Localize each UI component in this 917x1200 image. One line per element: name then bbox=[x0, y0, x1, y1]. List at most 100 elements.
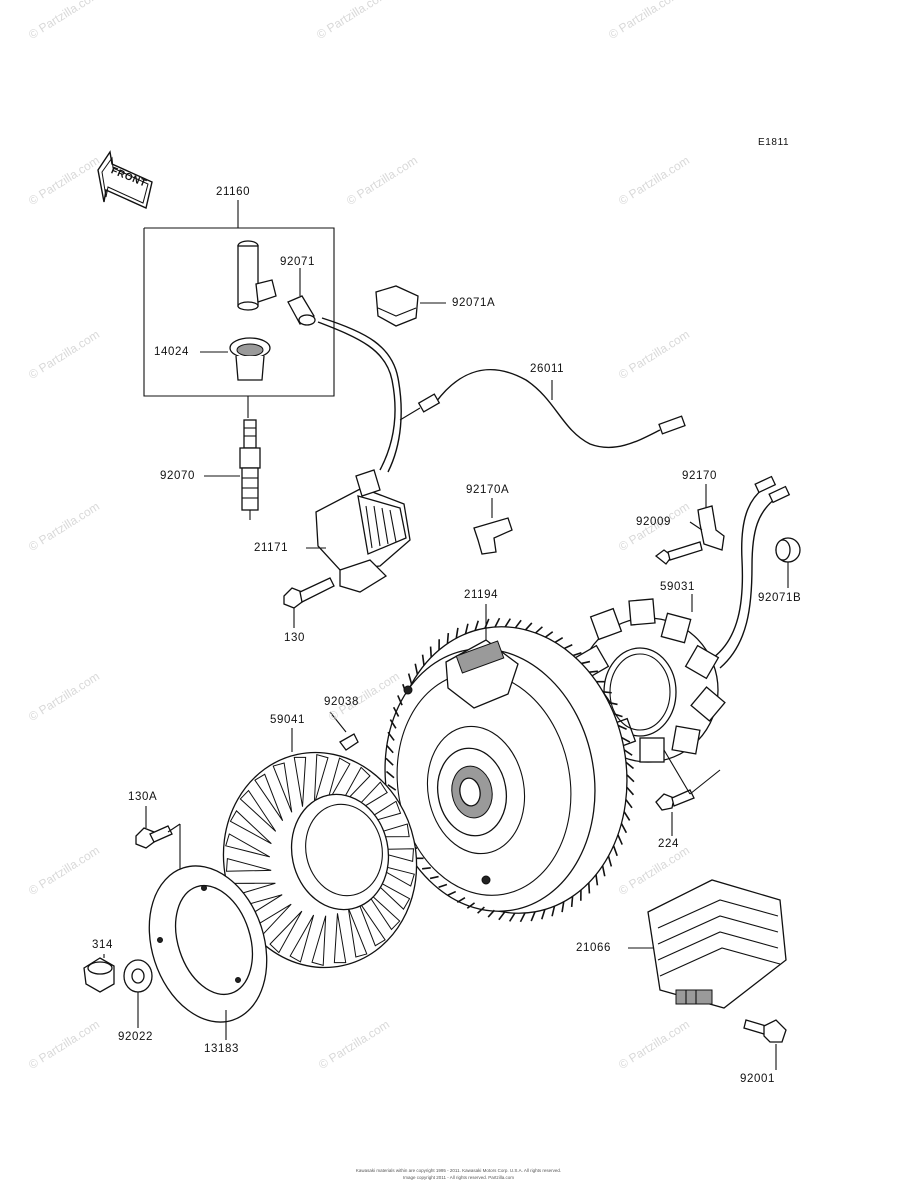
plate-13183-part bbox=[148, 865, 268, 1023]
flywheel-tooth bbox=[456, 897, 466, 903]
grommet-92071A-part bbox=[375, 285, 419, 327]
flywheel-tooth bbox=[617, 834, 623, 845]
flywheel-tooth bbox=[607, 855, 613, 867]
flywheel-tooth bbox=[601, 865, 606, 877]
bolt-130-part bbox=[283, 577, 335, 609]
flywheel-tooth bbox=[621, 736, 631, 743]
part-label-26011: 26011 bbox=[530, 363, 565, 375]
flywheel-tooth bbox=[387, 731, 395, 741]
part-label-92071B: 92071B bbox=[758, 592, 802, 604]
flywheel-tooth bbox=[407, 673, 413, 685]
spark-plug-part bbox=[239, 419, 261, 520]
flywheel-tooth bbox=[581, 660, 591, 665]
flywheel-tooth bbox=[438, 883, 448, 889]
flywheel-tooth bbox=[429, 646, 433, 658]
part-label-224: 224 bbox=[658, 838, 679, 850]
flywheel-tooth bbox=[623, 749, 633, 756]
part-label-14024: 14024 bbox=[154, 346, 189, 358]
flywheel-tooth bbox=[494, 617, 501, 628]
flywheel-tooth bbox=[626, 774, 635, 783]
flywheel-tooth bbox=[498, 911, 506, 921]
copyright-line-1: Kawasaki materials within are copyright … bbox=[355, 1168, 562, 1173]
fan-blade bbox=[356, 899, 386, 947]
flywheel-tooth bbox=[626, 786, 635, 796]
fan-blade bbox=[347, 907, 368, 958]
nut-314-part bbox=[83, 957, 115, 993]
flywheel-tooth bbox=[397, 695, 403, 706]
flywheel-tooth bbox=[561, 901, 565, 913]
fan-blade bbox=[272, 762, 293, 813]
flywheel-tooth bbox=[446, 632, 450, 644]
flywheel-tooth bbox=[612, 845, 618, 857]
part-label-13183: 13183 bbox=[204, 1043, 239, 1055]
part-label-92071: 92071 bbox=[280, 256, 315, 268]
part-label-92070: 92070 bbox=[160, 470, 195, 482]
key-92038-part bbox=[339, 733, 359, 751]
part-label-92071A: 92071A bbox=[452, 297, 496, 309]
flywheel-tooth bbox=[514, 619, 522, 629]
grommet-92071-part bbox=[287, 295, 316, 326]
flywheel-tooth bbox=[504, 618, 512, 628]
part-label-21171: 21171 bbox=[254, 542, 289, 554]
copyright-line-2: Image copyright 2011 - All rights reserv… bbox=[403, 1175, 514, 1180]
part-label-21066: 21066 bbox=[576, 942, 611, 954]
clamp-92170-part bbox=[697, 505, 725, 551]
regulator-21066-part bbox=[647, 879, 787, 1009]
fan-blade bbox=[333, 913, 347, 964]
part-label-92022: 92022 bbox=[118, 1031, 153, 1043]
flywheel-tooth bbox=[508, 912, 516, 922]
assembly-bracket-21160 bbox=[143, 200, 335, 418]
part-label-130: 130 bbox=[284, 632, 305, 644]
fan-blade bbox=[289, 914, 315, 963]
flywheel-tooth bbox=[422, 867, 431, 870]
flywheel-tooth bbox=[544, 631, 554, 638]
ignition-coil-part bbox=[315, 469, 411, 593]
flywheel-tooth bbox=[385, 770, 395, 779]
flywheel-tooth bbox=[563, 644, 573, 650]
part-label-92170A: 92170A bbox=[466, 484, 510, 496]
fan-blade bbox=[325, 757, 351, 806]
grommet-92071B-part bbox=[775, 537, 801, 563]
fan-blade bbox=[363, 888, 401, 931]
flywheel-tooth bbox=[541, 909, 546, 920]
flywheel-tooth bbox=[487, 909, 496, 918]
lead-wire-26011-part bbox=[399, 368, 686, 449]
front-arrow-icon bbox=[97, 150, 153, 209]
part-label-130A: 130A bbox=[128, 791, 158, 803]
flywheel-tooth bbox=[385, 757, 394, 766]
flywheel-tooth bbox=[387, 784, 397, 791]
plug-cap-part bbox=[237, 240, 277, 311]
fan-blade bbox=[269, 910, 303, 954]
cooling-fan-59041-part bbox=[222, 751, 418, 969]
bolt-130A-part bbox=[135, 825, 173, 849]
part-label-59041: 59041 bbox=[270, 714, 305, 726]
flywheel-tooth bbox=[535, 626, 543, 634]
fan-blade bbox=[225, 833, 271, 858]
fan-blade bbox=[254, 773, 284, 821]
flywheel-tooth bbox=[530, 911, 536, 922]
flywheel-tooth bbox=[524, 622, 533, 631]
flywheel-tooth bbox=[613, 713, 623, 718]
flywheel-tooth bbox=[625, 799, 633, 809]
part-label-59031: 59031 bbox=[660, 581, 695, 593]
fan-blade bbox=[313, 754, 329, 805]
flywheel-tooth bbox=[474, 620, 479, 631]
flywheel-tooth bbox=[455, 627, 459, 639]
clip-92170A-part bbox=[473, 517, 513, 555]
fan-blade bbox=[225, 857, 272, 872]
flywheel-tooth bbox=[617, 724, 627, 730]
part-label-92009: 92009 bbox=[636, 516, 671, 528]
flywheel-tooth bbox=[447, 890, 457, 896]
flywheel-tooth bbox=[466, 902, 476, 909]
flywheel-tooth bbox=[595, 874, 599, 886]
part-label-21160: 21160 bbox=[216, 186, 251, 198]
diagram-code: E1811 bbox=[758, 137, 790, 148]
fan-blade bbox=[229, 810, 272, 845]
part-label-92038: 92038 bbox=[324, 696, 359, 708]
boot-14024-part bbox=[229, 337, 271, 381]
part-label-92170: 92170 bbox=[682, 470, 717, 482]
flywheel-tooth bbox=[477, 906, 485, 914]
flywheel-tooth bbox=[429, 875, 439, 880]
fan-blade bbox=[293, 756, 307, 807]
